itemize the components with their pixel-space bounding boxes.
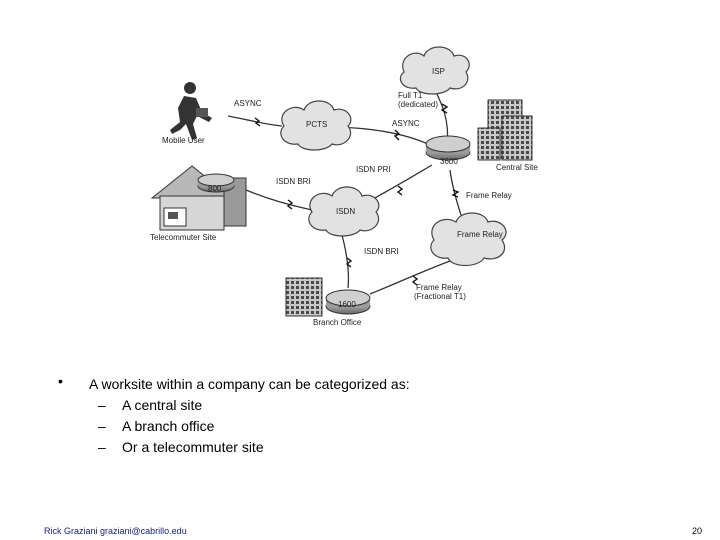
mobile-user-icon [170,82,212,140]
router-1600-label: 1600 [338,300,356,309]
frame-relay-branch-label: Frame Relay [416,283,462,292]
cloud-pcts [280,100,352,151]
async-central-label: ASYNC [392,119,420,128]
telecommuter-house-icon [150,165,247,231]
frame-relay-central-label: Frame Relay [466,191,512,200]
link-tele-isdn [245,189,313,211]
router-800-label: 800 [208,184,222,193]
router-800-icon [197,173,235,193]
footer-author: Rick Graziani graziani@cabrillo.edu [44,526,187,536]
full-t1-sub-label: (dedicated) [398,100,438,109]
router-1600-icon [325,289,371,315]
page-number: 20 [691,526,702,536]
branch-office-label: Branch Office [313,318,362,327]
central-site-buildings [477,99,533,161]
sub-item-text: Or a telecommuter site [122,439,264,455]
link-central-frame [449,169,463,219]
cloud-frame-relay [430,212,507,267]
isdn-pri-label: ISDN PRI [356,165,391,174]
sub-dash: – [98,397,106,413]
isdn-bri-branch-label: ISDN BRI [364,247,399,256]
sub-item: –A central site [98,397,202,413]
pcts-label: PCTS [306,120,327,129]
isdn-label: ISDN [336,207,355,216]
central-site-label: Central Site [496,163,538,172]
router-3600-label: 3600 [440,157,458,166]
isdn-bri-tele-label: ISDN BRI [276,177,311,186]
sub-item-text: A central site [122,397,203,413]
link-frame-branch [369,257,459,295]
link-mobile-pcts [227,115,283,127]
mobile-user-label: Mobile User [162,136,205,145]
branch-office-building [285,277,323,317]
async-mobile-label: ASYNC [234,99,262,108]
main-bullet-text: A worksite within a company can be categ… [89,376,410,392]
sub-dash: – [98,418,106,434]
cloud-isdn [308,186,380,237]
sub-item-text: A branch office [122,418,215,434]
sub-dash: – [98,439,106,455]
sub-item: –A branch office [98,418,214,434]
bullet-marker: • [58,373,63,389]
cloud-isp [399,46,470,95]
telecommuter-label: Telecommuter Site [150,233,217,242]
router-3600-icon [425,135,471,161]
link-bolts [254,103,460,286]
isp-label: ISP [432,67,445,76]
sub-item: –Or a telecommuter site [98,439,264,455]
frame-relay-label: Frame Relay [457,230,503,239]
frame-relay-branch-sub-label: (Fractional T1) [414,292,466,301]
full-t1-label: Full T1 [398,91,423,100]
